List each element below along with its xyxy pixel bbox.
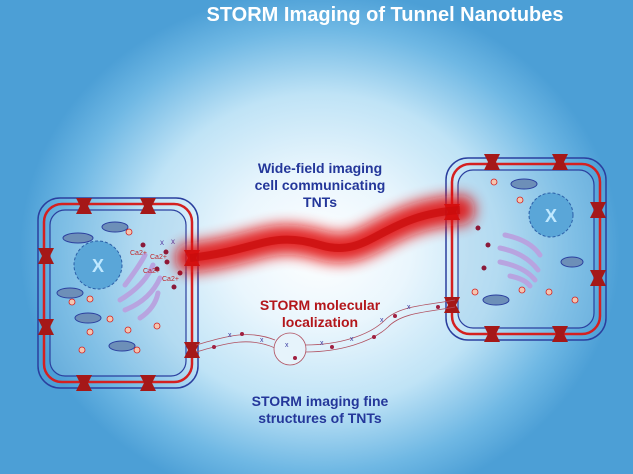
svg-text:X: X	[92, 256, 104, 276]
svg-text:x: x	[160, 238, 164, 247]
label-storm-fine: STORM imaging fine structures of TNTs	[200, 393, 440, 427]
diagram-title: STORM Imaging of Tunnel Nanotubes	[206, 4, 564, 26]
ion-label: Ca2+	[162, 276, 179, 283]
label-line: TNTs	[303, 194, 337, 210]
svg-text:x: x	[380, 317, 384, 324]
ion-label: Ca2+	[143, 268, 160, 275]
svg-text:X: X	[545, 206, 557, 226]
label-line: structures of TNTs	[258, 410, 382, 426]
ion-label: Ca2+	[150, 254, 167, 261]
label-line: STORM molecular	[259, 297, 381, 313]
mitochondria	[56, 221, 136, 352]
label-widefield: Wide-field imaging cell communicating TN…	[200, 160, 440, 211]
svg-text:x: x	[350, 336, 354, 343]
right-cell: X	[444, 154, 607, 342]
label-line: STORM imaging fine	[251, 393, 389, 409]
svg-text:x: x	[320, 340, 324, 347]
svg-text:x: x	[407, 304, 411, 311]
nucleus	[73, 240, 123, 290]
svg-text:x: x	[260, 337, 264, 344]
label-line: localization	[281, 314, 359, 330]
svg-text:x: x	[285, 342, 289, 349]
ion-label: Ca2+	[130, 250, 147, 257]
tnt-fine-structure	[195, 299, 456, 366]
label-line: cell communicating	[254, 177, 386, 193]
label-line: Wide-field imaging	[257, 160, 383, 176]
svg-text:x: x	[228, 332, 232, 339]
svg-text:x: x	[171, 237, 175, 246]
label-storm-localization: STORM molecular localization	[200, 297, 440, 331]
golgi	[117, 252, 163, 321]
vesicles	[68, 228, 161, 354]
